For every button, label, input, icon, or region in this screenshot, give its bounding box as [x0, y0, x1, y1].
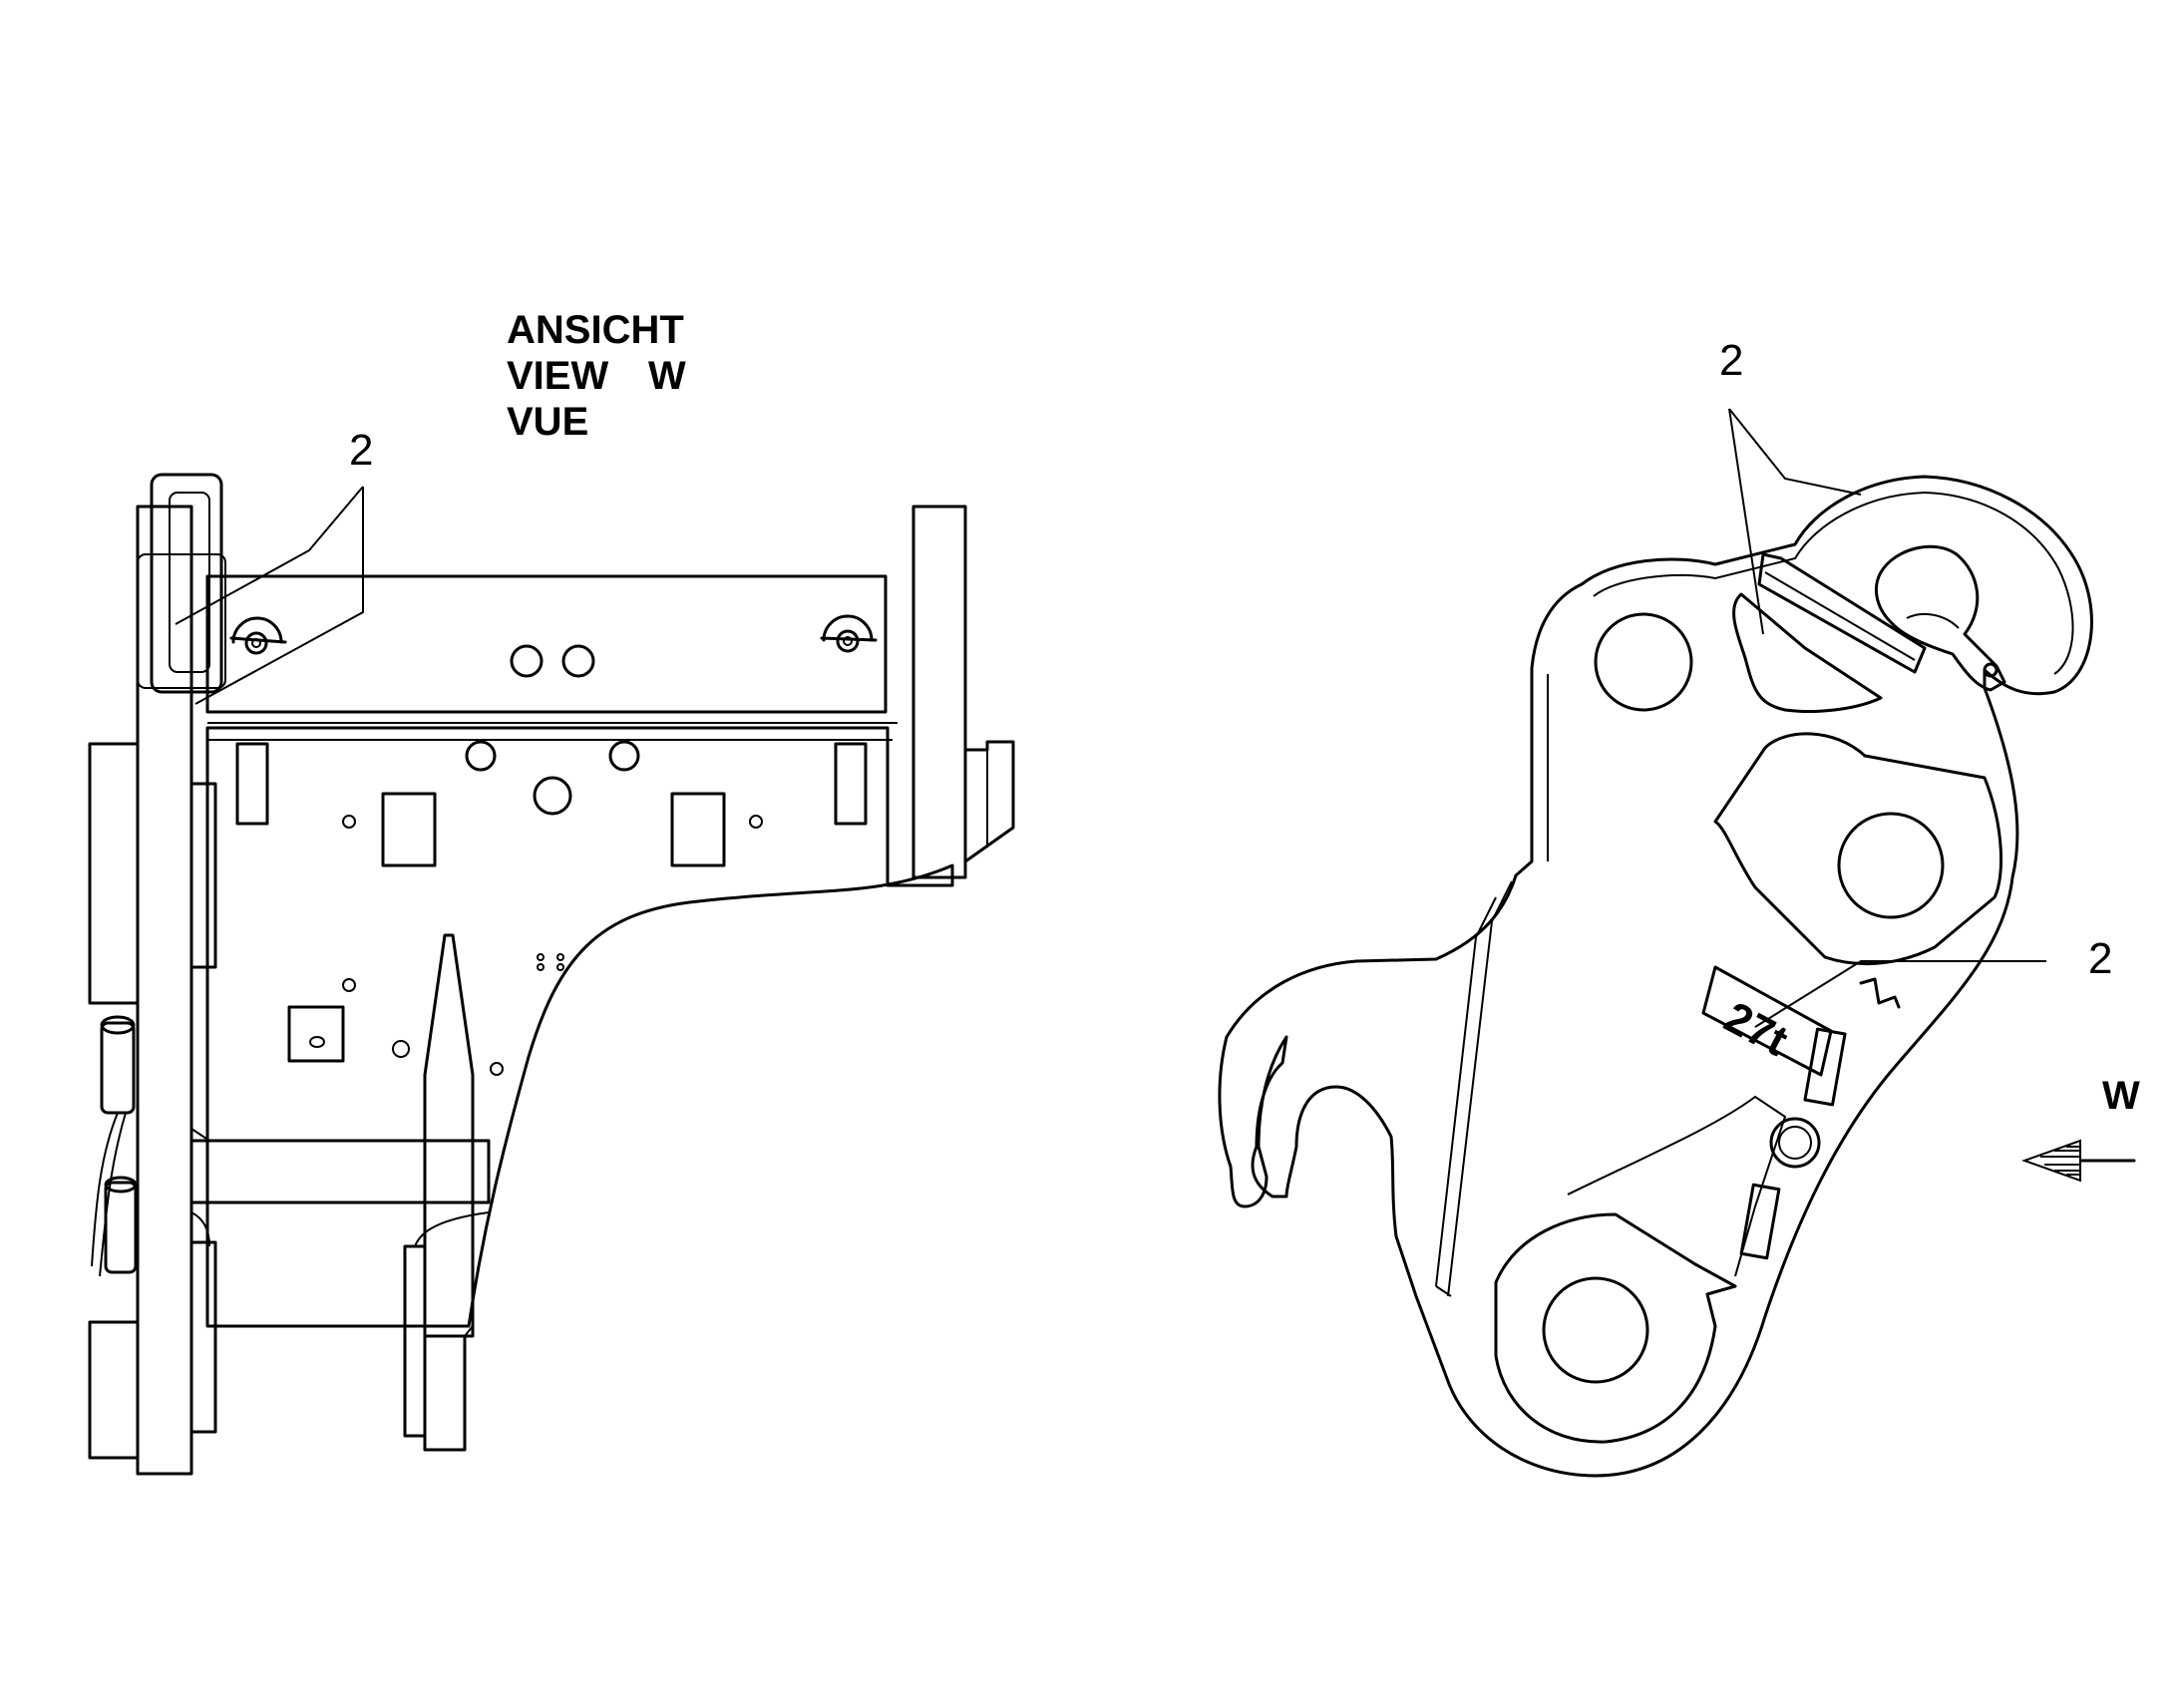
part-callout-left: 2 — [349, 426, 373, 475]
leader-line-right-middle — [1754, 960, 2046, 1028]
main-plate — [205, 726, 954, 1328]
right-post — [911, 505, 967, 879]
view-title-line1: ANSICHT — [507, 308, 684, 352]
wedge-pocket — [1732, 592, 1883, 713]
middle-pin-hole — [1837, 812, 1945, 919]
view-title: ANSICHT VIEW W VUE — [507, 308, 686, 444]
top-plate — [205, 574, 888, 714]
locking-pawl — [1874, 544, 2006, 692]
left-inner-plate-lower — [189, 1240, 217, 1434]
small-boss — [1769, 1117, 1821, 1169]
slot-right — [834, 742, 868, 826]
hose-fitting-lower — [104, 1181, 138, 1274]
leader-line-right-top-a — [1728, 408, 1862, 496]
center-hole — [533, 776, 572, 816]
hose-fitting-upper — [100, 1021, 136, 1115]
locking-wedge — [1757, 552, 1927, 674]
coupler-body — [1218, 475, 2093, 1478]
center-hook-plate — [423, 933, 475, 1338]
pocket-right — [670, 792, 726, 867]
left-inner-plate-upper — [189, 782, 217, 969]
lower-cross-beam — [189, 1139, 491, 1204]
middle-lug — [1713, 732, 2003, 965]
top-plate-hole-right — [561, 644, 595, 678]
arrow-left-icon — [2021, 1139, 2136, 1183]
left-view-frame — [88, 473, 1015, 1476]
sensor-block — [287, 1005, 345, 1063]
left-outer-plate-top — [88, 742, 140, 1005]
view-title-letter: W — [648, 354, 686, 398]
top-plate-hole-left — [510, 644, 544, 678]
leader-line-left-a — [175, 486, 364, 625]
slot-lower — [1739, 1183, 1781, 1260]
leader-line-right-top-b — [1728, 408, 1764, 635]
slot-upper — [1803, 1027, 1847, 1107]
top-stop-block — [150, 473, 223, 694]
view-direction-marker: W — [2021, 1074, 2140, 1183]
bolt-hole-1 — [465, 740, 497, 772]
bolt-hole-2 — [608, 740, 640, 772]
lower-pin-hole — [1542, 1276, 1649, 1384]
center-hook-foot — [423, 1334, 467, 1452]
upper-pin-hole — [1594, 612, 1693, 712]
left-outer-plate-bottom — [88, 1320, 140, 1460]
part-callout-right-middle: 2 — [2088, 934, 2112, 983]
part-callout-right-top: 2 — [1719, 336, 1743, 385]
view-direction-label: W — [2102, 1074, 2140, 1118]
right-view-coupler: 27t — [1218, 408, 2093, 1478]
leader-line-left-b — [194, 487, 364, 705]
slot-left — [235, 742, 269, 826]
notch — [1859, 977, 1901, 1009]
view-title-line2: VIEW — [507, 354, 608, 398]
view-title-line3: VUE — [507, 400, 588, 444]
lifting-eye-left — [229, 616, 287, 655]
pocket-left — [381, 792, 437, 867]
lifting-eye-right — [820, 614, 878, 653]
lower-lug — [1494, 1212, 1737, 1444]
right-post-cheek — [963, 740, 1015, 863]
left-long-bar — [136, 505, 193, 1476]
